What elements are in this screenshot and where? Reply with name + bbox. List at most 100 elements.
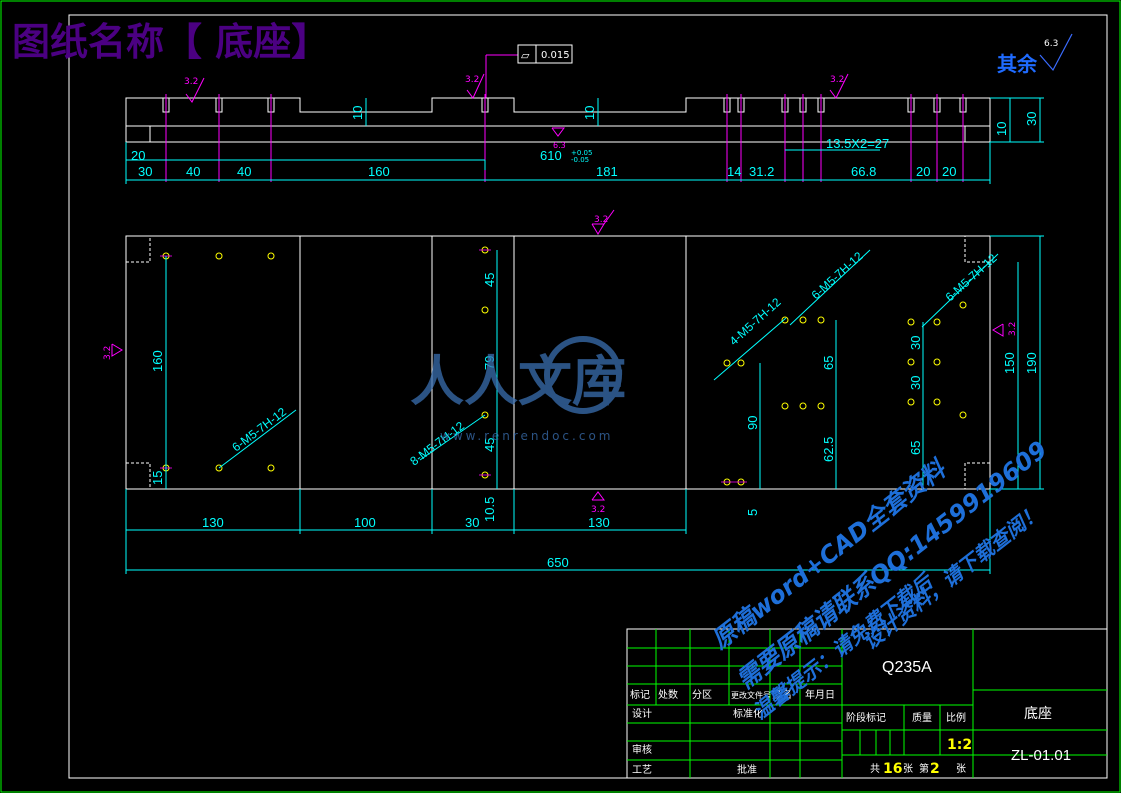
dim-front: 30 (1024, 112, 1039, 126)
front-view-outline (125, 97, 991, 143)
dim-front: 40 (237, 164, 251, 179)
dim-top: 5 (745, 509, 760, 516)
dim-front: 160 (368, 164, 390, 179)
sheets-total: 16 (883, 761, 902, 777)
sheet-no-label: 第 (919, 762, 929, 775)
dim-front: 20 (131, 148, 145, 163)
dim-top: 130 (588, 515, 610, 530)
drawing-title: 图纸名称【 底座】 (12, 20, 329, 64)
flatness-value: 0.015 (541, 50, 570, 61)
dim-top: 62.5 (821, 437, 836, 462)
dim-top: 10.5 (482, 497, 497, 522)
roughness-label: 3.2 (103, 346, 113, 360)
thread-note: 6-M5-7H-12 (943, 251, 1000, 304)
stage-label: 阶段标记 (846, 711, 886, 724)
dim-top: 45 (482, 438, 497, 452)
top-roughness-icons (111, 209, 1004, 501)
dim-top: 15 (150, 471, 165, 485)
roughness-label: 3.2 (184, 77, 198, 87)
roughness-label: 6.3 (553, 141, 566, 150)
dim-front: 66.8 (851, 164, 876, 179)
dim-front: 10 (582, 106, 597, 120)
dim-tol-upper: +0.05 (571, 149, 592, 157)
top-view-holes (162, 246, 967, 486)
row-check: 审核 (632, 743, 652, 756)
dim-top: 30 (465, 515, 479, 530)
dim-top: 30 (908, 336, 923, 350)
sheets-unit: 张 (903, 763, 913, 775)
dim-front: 610 (540, 148, 562, 163)
rest-roughness-icon: 6.3 (1039, 33, 1073, 72)
rev-header: 年月日 (805, 688, 835, 701)
sheet-unit: 张 (956, 763, 966, 775)
top-view-outline (125, 235, 991, 490)
weight-label: 质量 (912, 712, 932, 724)
rev-header: 签名 (772, 688, 792, 701)
scale-value: 1:2 (947, 737, 972, 753)
sheet-no: 2 (930, 761, 940, 777)
front-view: 3.2 3.2 3.2 6.3 20 30 40 40 160 610 181 … (125, 73, 1044, 184)
row-process: 工艺 (632, 764, 652, 776)
dim-tol-lower: -0.05 (571, 156, 589, 164)
inner-frame (68, 14, 1108, 779)
dim-top: 65 (821, 356, 836, 370)
watermark-logo-icon (544, 336, 622, 414)
sheets-total-label: 共 (870, 763, 880, 775)
rest-roughness-value: 6.3 (1044, 39, 1058, 49)
part-name: 底座 (1024, 706, 1052, 722)
thread-note: 4-M5-7H-12 (727, 295, 784, 348)
thread-note: 6-M5-7H-12 (809, 249, 866, 302)
rest-roughness-label: 其余 (997, 52, 1038, 76)
rev-header: 标记 (630, 689, 650, 701)
watermark-line: 需要原稿请联系QQ:1459919609 (731, 435, 1052, 694)
dim-top: 190 (1024, 352, 1039, 374)
front-roughness-icons (185, 73, 849, 137)
watermark-promo: 需要原稿请联系QQ:1459919609 原稿word+CAD全套资料 温馨提示… (706, 435, 1052, 724)
row-design: 设计 (632, 707, 652, 720)
rev-header: 分区 (692, 689, 712, 701)
thread-note: 6-M5-7H-12 (229, 404, 289, 454)
roughness-label: 3.2 (594, 215, 608, 225)
row-approve: 批准 (737, 763, 757, 776)
dim-top: 30 (908, 376, 923, 390)
roughness-label: 3.2 (465, 75, 479, 85)
dim-top: 100 (354, 515, 376, 530)
dim-front: 10 (994, 122, 1009, 136)
dim-front: 30 (138, 164, 152, 179)
dim-front: 10 (350, 106, 365, 120)
rev-header: 更改文件号 (731, 690, 771, 700)
dim-top: 130 (202, 515, 224, 530)
drawing-number: ZL-01.01 (1011, 747, 1071, 764)
flatness-symbol-icon: ▱ (521, 49, 530, 62)
roughness-label: 3.2 (830, 75, 844, 85)
scale-label: 比例 (946, 711, 966, 724)
dim-front: 20 (942, 164, 956, 179)
rev-header: 处数 (658, 688, 678, 701)
dim-top: 150 (1002, 352, 1017, 374)
dim-top: 90 (745, 416, 760, 430)
watermark-logo-text: 人人文库 (410, 350, 626, 413)
dim-front: 14 (727, 164, 741, 179)
material: Q235A (882, 659, 932, 676)
dim-front: 40 (186, 164, 200, 179)
dim-top: 650 (547, 555, 569, 570)
dim-front: 181 (596, 164, 618, 179)
dim-top: 65 (908, 441, 923, 455)
roughness-label: 3.2 (1008, 322, 1018, 336)
roughness-label: 3.2 (591, 505, 605, 515)
watermark-url: www.renrendoc.com (440, 429, 613, 443)
dim-front: 13.5X2=27 (826, 136, 889, 151)
dim-top: 79 (482, 356, 497, 370)
dim-top: 45 (482, 273, 497, 287)
front-holes (162, 97, 967, 113)
flatness-tolerance-frame: ▱ 0.015 (485, 44, 573, 98)
row-standard: 标准化 (733, 707, 763, 720)
dim-top: 160 (150, 350, 165, 372)
dim-front: 31.2 (749, 164, 774, 179)
dim-front: 20 (916, 164, 930, 179)
thread-note: 8-M5-7H-12 (407, 418, 467, 468)
watermark: 人人文库 www.renrendoc.com (410, 336, 626, 443)
title-block: 标记 处数 分区 更改文件号 签名 年月日 设计 标准化 审核 工艺 批准 阶段… (626, 628, 1108, 779)
